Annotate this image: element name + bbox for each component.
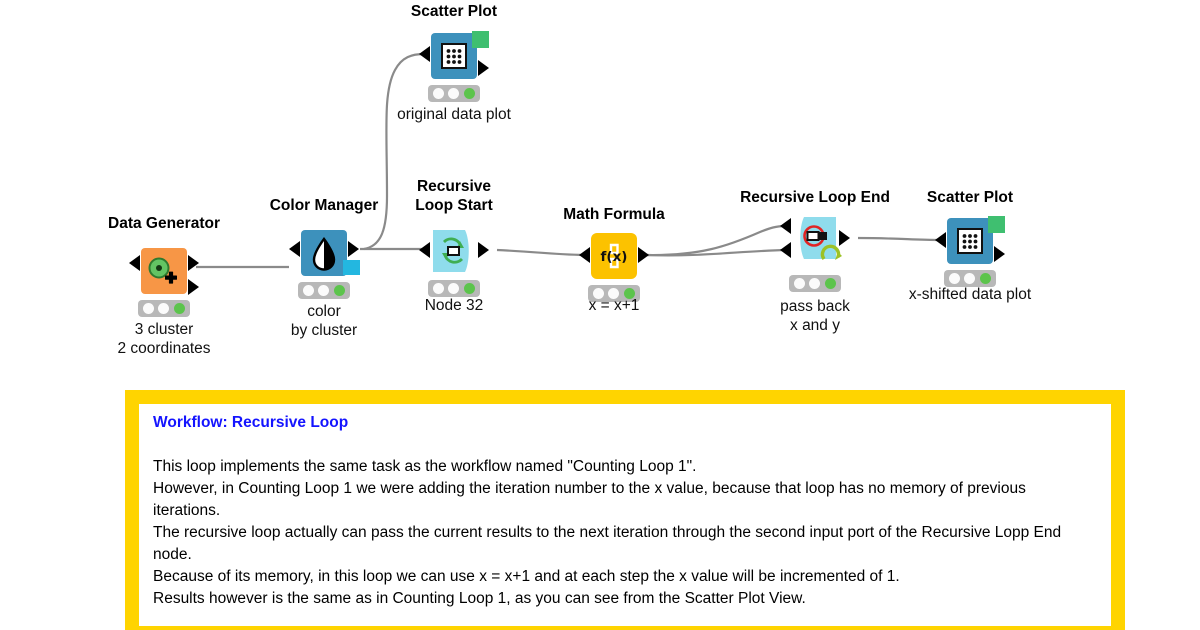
color-droplet-icon bbox=[301, 230, 347, 276]
status-light-idle bbox=[433, 283, 445, 294]
status-light-queued bbox=[158, 303, 170, 314]
view-output-tab bbox=[988, 216, 1005, 233]
status-light-executed bbox=[463, 283, 475, 294]
loop-start-icon bbox=[433, 230, 469, 272]
node-title: Data Generator bbox=[108, 215, 220, 232]
output-port[interactable] bbox=[638, 247, 649, 263]
status-badge bbox=[428, 85, 480, 102]
output-port[interactable] bbox=[478, 242, 489, 258]
status-badge bbox=[298, 282, 350, 299]
annotation-line: This loop implements the same task as th… bbox=[153, 458, 697, 475]
status-light-executed bbox=[824, 278, 836, 289]
status-light-queued bbox=[448, 283, 460, 294]
status-light-queued bbox=[809, 278, 821, 289]
node-title: Scatter Plot bbox=[410, 3, 498, 20]
math-formula-icon: f(x) bbox=[591, 233, 637, 279]
wire-colormanager-to-scatterplot bbox=[363, 52, 425, 251]
input-port[interactable] bbox=[419, 242, 430, 258]
annotation-line: The recursive loop actually can pass the… bbox=[153, 524, 1066, 563]
input-port[interactable] bbox=[579, 247, 590, 263]
input-port[interactable] bbox=[129, 255, 140, 271]
node-body[interactable] bbox=[129, 248, 199, 295]
status-light-queued bbox=[318, 285, 330, 296]
input-port[interactable] bbox=[935, 232, 946, 248]
scatter-plot-icon bbox=[431, 33, 477, 79]
wire-loopstart-to-mathformula bbox=[496, 248, 589, 257]
annotation-line: However, in Counting Loop 1 we were addi… bbox=[153, 480, 1031, 519]
wire-mathformula-to-loopend-port2 bbox=[645, 248, 787, 257]
wire-loopend-to-scatterplot bbox=[857, 236, 941, 242]
annotation-line: Because of its memory, in this loop we c… bbox=[153, 568, 900, 585]
annotation-title: Workflow: Recursive Loop bbox=[153, 414, 349, 431]
node-subtitle: original data plot bbox=[397, 106, 511, 123]
status-light-executed bbox=[623, 288, 635, 299]
scatter-plot-icon bbox=[947, 218, 993, 264]
workflow-annotation[interactable]: Workflow: Recursive Loop This loop imple… bbox=[125, 390, 1125, 630]
status-light-queued bbox=[964, 273, 976, 284]
status-light-executed bbox=[463, 88, 475, 99]
node-subtitle: Node 32 bbox=[424, 297, 484, 314]
output-port[interactable] bbox=[478, 60, 489, 76]
data-generator-icon bbox=[141, 248, 187, 294]
annotation-inner: Workflow: Recursive Loop This loop imple… bbox=[139, 404, 1111, 626]
status-badge bbox=[789, 275, 841, 292]
status-light-idle bbox=[433, 88, 445, 99]
node-subtitle: x-shifted data plot bbox=[908, 286, 1032, 303]
color-output-tab bbox=[343, 260, 360, 275]
node-body[interactable] bbox=[935, 216, 1005, 264]
status-badge bbox=[138, 300, 190, 317]
status-badge bbox=[428, 280, 480, 297]
status-light-executed bbox=[173, 303, 185, 314]
input-port-1[interactable] bbox=[780, 218, 791, 234]
node-body[interactable]: f(x) bbox=[579, 233, 649, 279]
node-subtitle: 3 cluster 2 coordinates bbox=[117, 321, 211, 357]
output-port-1[interactable] bbox=[188, 255, 199, 271]
node-body[interactable] bbox=[289, 230, 360, 276]
status-badge bbox=[944, 270, 996, 287]
status-light-idle bbox=[949, 273, 961, 284]
node-subtitle: x = x+1 bbox=[588, 297, 640, 314]
status-light-executed bbox=[979, 273, 991, 284]
output-port-2[interactable] bbox=[188, 279, 199, 295]
view-output-tab bbox=[472, 31, 489, 48]
status-light-idle bbox=[794, 278, 806, 289]
input-port[interactable] bbox=[419, 46, 430, 62]
node-title: Recursive Loop End bbox=[740, 189, 890, 206]
output-port[interactable] bbox=[839, 230, 850, 246]
input-port[interactable] bbox=[289, 241, 300, 257]
node-body[interactable] bbox=[780, 215, 850, 261]
wire-mathformula-to-loopend-port1 bbox=[645, 224, 787, 257]
node-subtitle: pass back x and y bbox=[780, 298, 850, 334]
node-subtitle: color by cluster bbox=[290, 303, 358, 339]
node-title: Math Formula bbox=[563, 206, 665, 223]
status-light-queued bbox=[608, 288, 620, 299]
status-light-idle bbox=[143, 303, 155, 314]
annotation-line: Results however is the same as in Counti… bbox=[153, 590, 806, 607]
loop-back-arrow-icon bbox=[820, 244, 842, 260]
output-port[interactable] bbox=[348, 241, 359, 257]
node-body[interactable] bbox=[419, 228, 489, 274]
output-port[interactable] bbox=[994, 246, 1005, 262]
input-port-2[interactable] bbox=[780, 242, 791, 258]
svg-text:f(x): f(x) bbox=[601, 249, 628, 265]
status-light-queued bbox=[448, 88, 460, 99]
node-title: Recursive Loop Start bbox=[415, 178, 493, 214]
status-light-executed bbox=[333, 285, 345, 296]
node-title: Color Manager bbox=[269, 197, 379, 214]
status-badge bbox=[588, 285, 640, 302]
node-title: Scatter Plot bbox=[926, 189, 1014, 206]
node-body[interactable] bbox=[419, 31, 489, 79]
status-light-idle bbox=[303, 285, 315, 296]
status-light-idle bbox=[593, 288, 605, 299]
